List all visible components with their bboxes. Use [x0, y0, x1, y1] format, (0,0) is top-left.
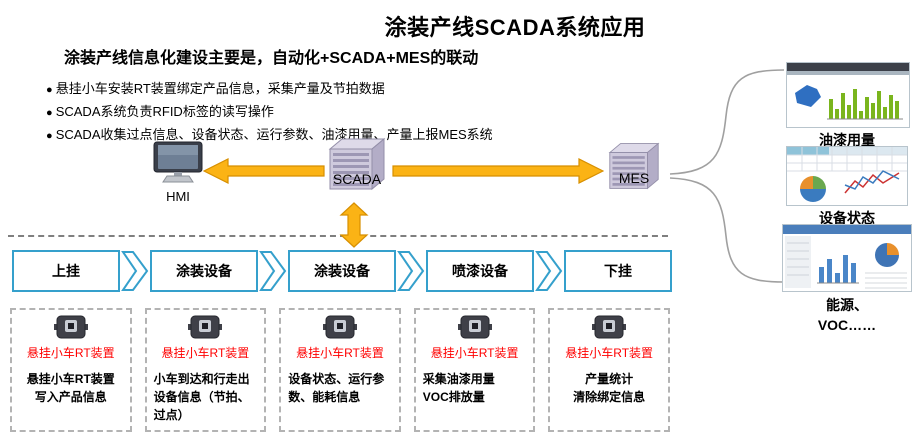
separator-dashed-line: [8, 235, 668, 237]
rt-device-label: 悬挂小车RT装置: [430, 346, 519, 360]
station-card: 悬挂小车RT装置 采集油漆用量 VOC排放量: [413, 308, 536, 432]
rt-device-label: 悬挂小车RT装置: [565, 346, 654, 360]
mes-node: MES: [606, 140, 662, 197]
device-status-sheet-thumbnail: [786, 146, 908, 206]
process-step-tuzhuang-2: 涂装设备: [288, 250, 396, 292]
brace-connector: [669, 69, 785, 283]
rt-device-label: 悬挂小车RT装置: [296, 346, 384, 360]
station-description: 小车到达和行走出 设备信息（节拍、 过点）: [153, 372, 250, 422]
page-title: 涂装产线SCADA系统应用: [384, 15, 646, 40]
chevron-arrow-icon: [397, 251, 425, 291]
process-step-shangua: 上挂: [12, 250, 120, 292]
energy-dashboard-icon: [783, 225, 911, 291]
station-description: 悬挂小车RT装置 写入产品信息: [26, 372, 115, 404]
rt-device-icon: [457, 315, 492, 339]
arrow-scada-to-hmi: [203, 158, 325, 184]
energy-dashboard-thumbnail: [782, 224, 912, 292]
scada-label: SCADA: [332, 171, 382, 187]
process-flow: 上挂 涂装设备 涂装设备 喷漆设备 下挂: [12, 250, 672, 292]
station-description: 采集油漆用量 VOC排放量: [422, 372, 495, 404]
chevron-arrow-icon: [121, 251, 149, 291]
scada-node: SCADA: [326, 135, 388, 198]
stations-row: 悬挂小车RT装置 悬挂小车RT装置 写入产品信息 悬挂小车RT装置 小车到达和行…: [10, 308, 670, 432]
chevron-arrow-icon: [535, 251, 563, 291]
chevron-arrow-icon: [259, 251, 287, 291]
station-card: 悬挂小车RT装置 产量统计 清除绑定信息: [548, 308, 670, 432]
hmi-monitor-icon: [153, 141, 203, 183]
rt-device-icon: [322, 315, 357, 339]
panel-label-paint-usage: 油漆用量: [819, 132, 875, 148]
station-card: 悬挂小车RT装置 悬挂小车RT装置 写入产品信息: [10, 308, 132, 432]
station-description: 设备状态、运行参 数、能耗信息: [288, 372, 385, 404]
bullet-item: SCADA收集过点信息、设备状态、运行参数、油漆用量、产量上报MES系统: [46, 124, 646, 147]
device-status-sheet-icon: [787, 147, 907, 205]
scada-server-icon: [328, 137, 386, 191]
arrow-scada-to-mes: [392, 158, 604, 184]
process-step-xiagua: 下挂: [564, 250, 672, 292]
hmi-node: HMI: [149, 141, 207, 204]
station-description: 产量统计 清除绑定信息: [573, 372, 646, 404]
rt-device-label: 悬挂小车RT装置: [26, 346, 115, 360]
arrow-scada-to-process: [339, 202, 369, 248]
paint-usage-chart-thumbnail: [786, 62, 910, 128]
station-card: 悬挂小车RT装置 小车到达和行走出 设备信息（节拍、 过点）: [144, 308, 267, 432]
mes-label: MES: [618, 170, 650, 186]
mes-server-icon: [608, 142, 660, 190]
panel-label-device-status: 设备状态: [819, 210, 875, 226]
bullet-list: 悬挂小车安装RT装置绑定产品信息，采集产量及节拍数据 SCADA系统负责RFID…: [46, 78, 646, 147]
process-step-penqi: 喷漆设备: [426, 250, 534, 292]
rt-device-icon: [53, 315, 88, 339]
rt-device-icon: [188, 315, 223, 339]
bullet-item: SCADA系统负责RFID标签的读写操作: [46, 101, 646, 124]
subtitle: 涂装产线信息化建设主要是，自动化+SCADA+MES的联动: [64, 50, 479, 67]
panel-label-energy-voc: 能源、 VOC……: [817, 297, 877, 333]
rt-device-icon: [592, 315, 627, 339]
bullet-item: 悬挂小车安装RT装置绑定产品信息，采集产量及节拍数据: [46, 78, 646, 101]
paint-usage-chart-icon: [787, 63, 909, 127]
rt-device-label: 悬挂小车RT装置: [161, 346, 250, 360]
process-step-tuzhuang-1: 涂装设备: [150, 250, 258, 292]
station-card: 悬挂小车RT装置 设备状态、运行参 数、能耗信息: [279, 308, 401, 432]
hmi-label: HMI: [166, 189, 190, 204]
